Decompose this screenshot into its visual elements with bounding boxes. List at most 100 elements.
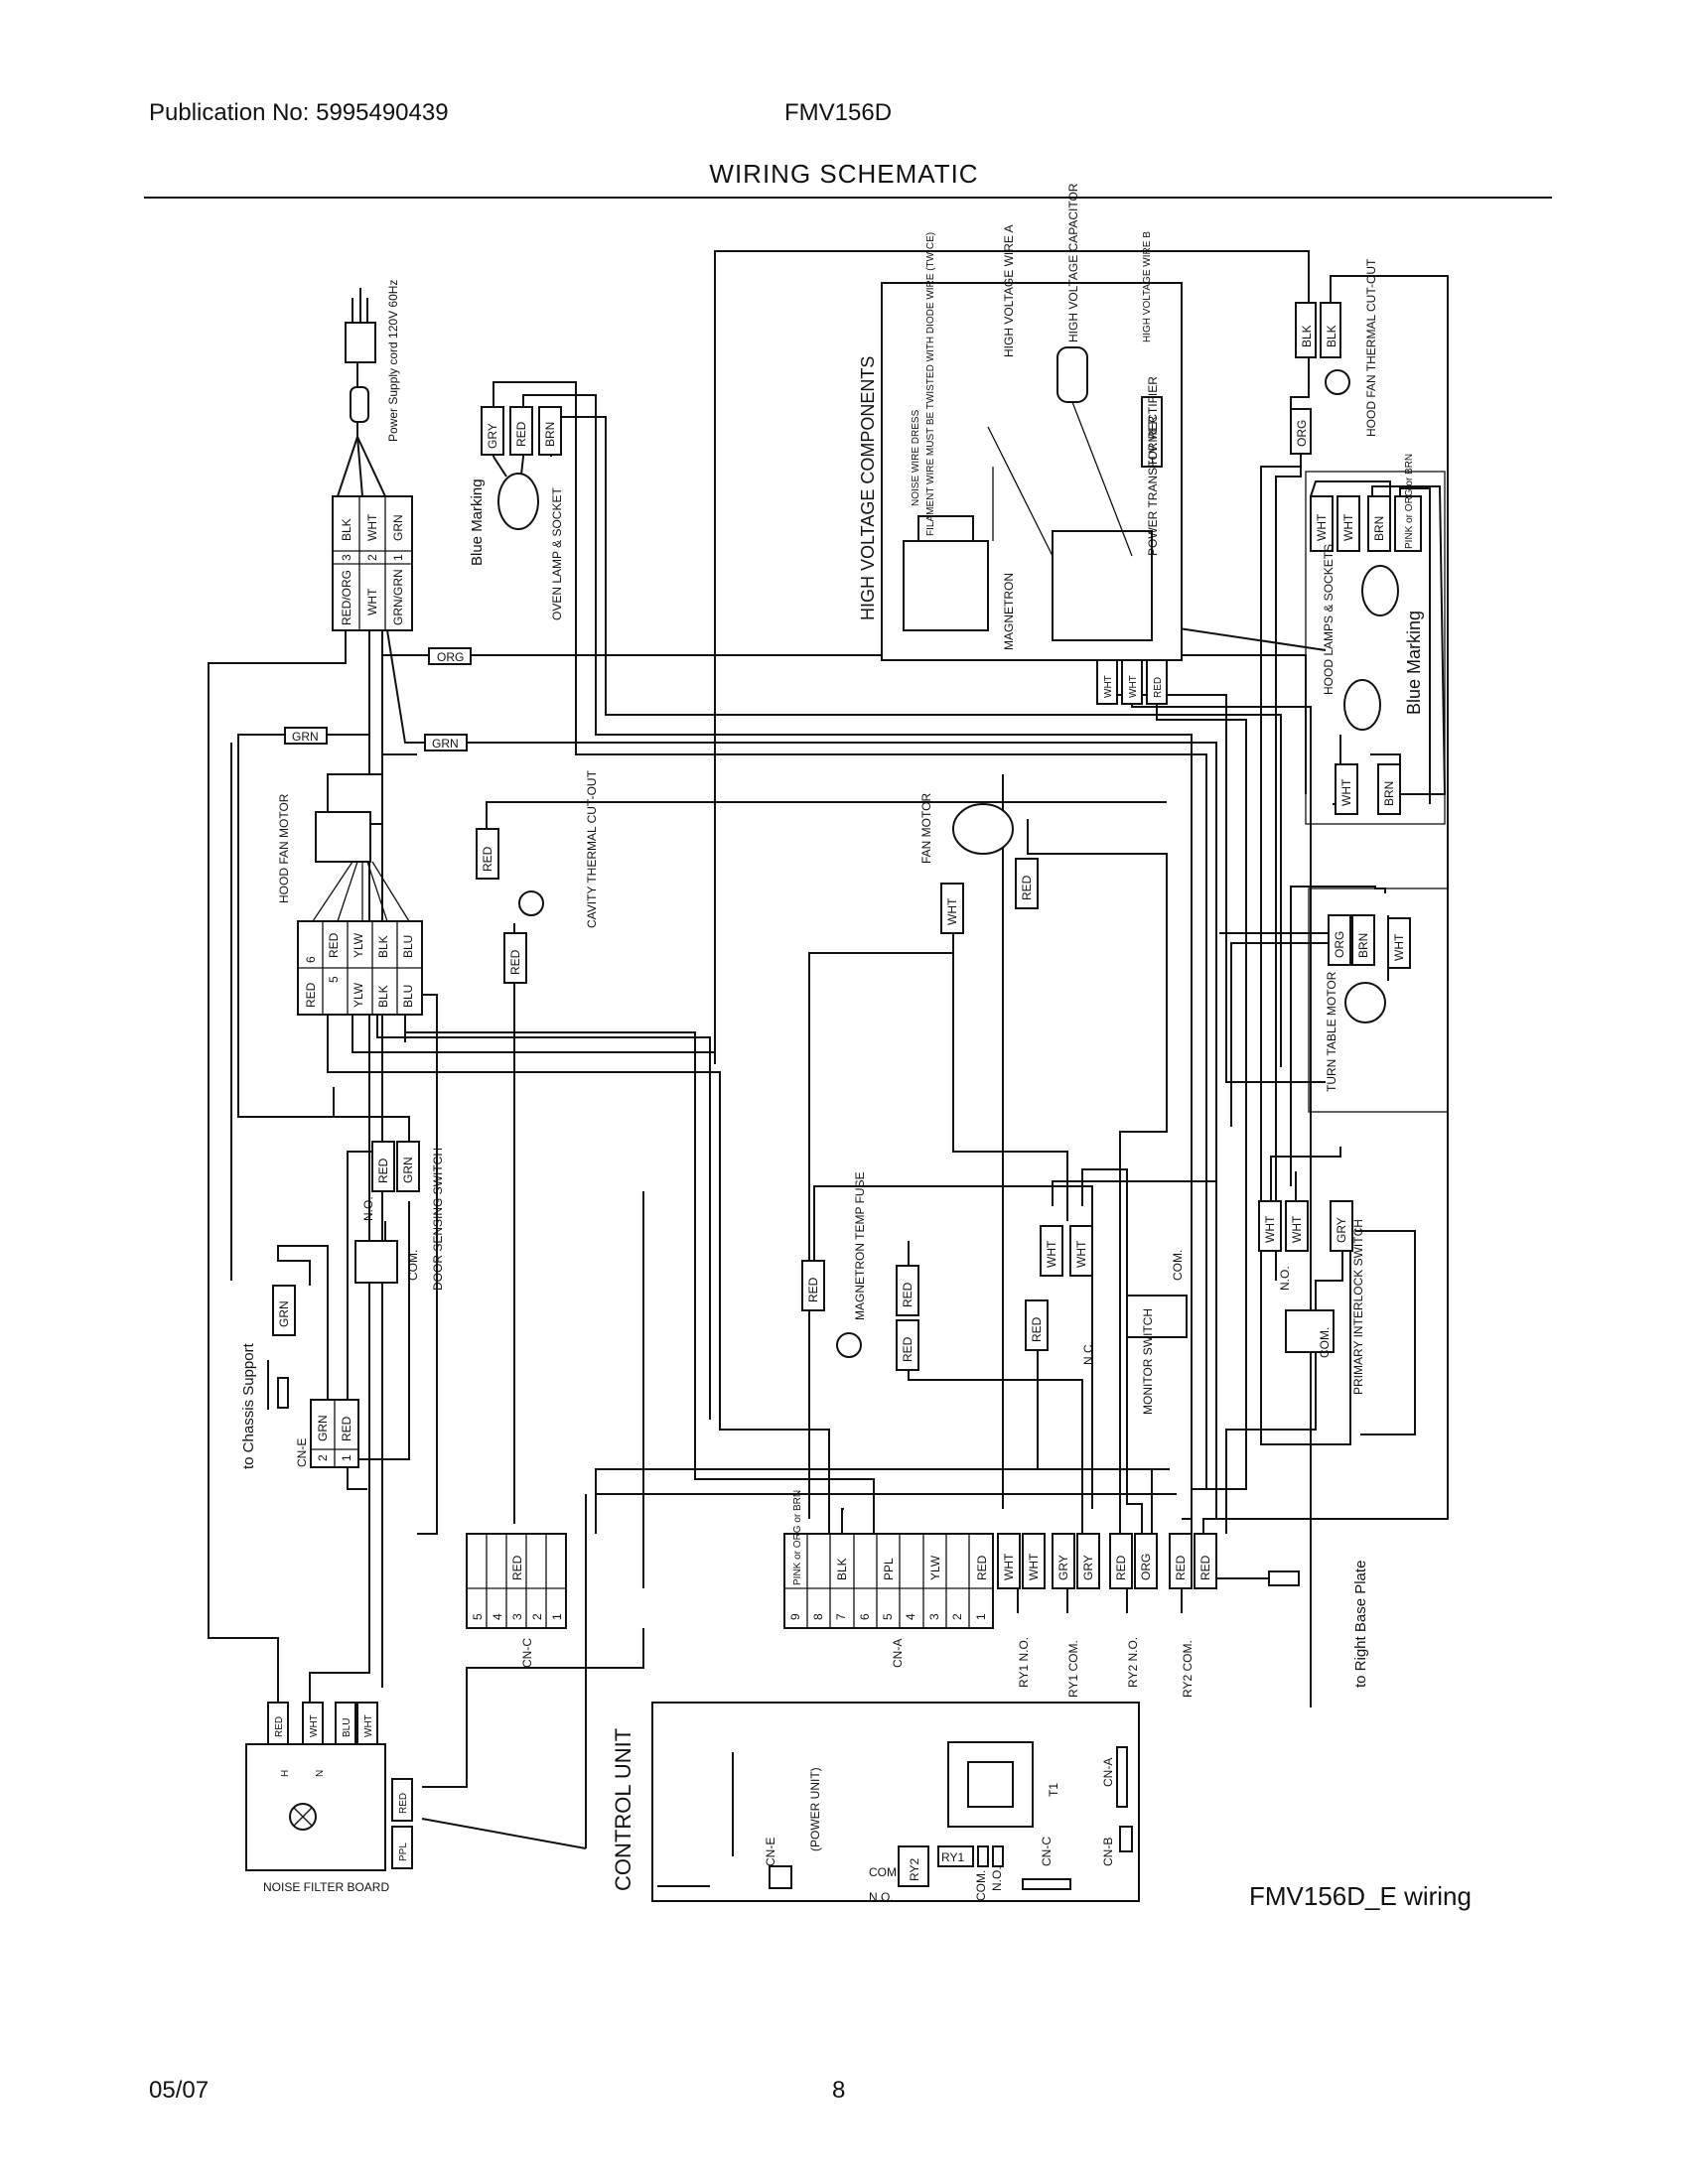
switch-icon	[1126, 1295, 1188, 1338]
hv-capacitor-label: HIGH VOLTAGE CAPACITOR	[1066, 183, 1080, 342]
hood-lamps-label: HOOD LAMPS & SOCKETS	[1322, 544, 1336, 695]
wire	[417, 994, 438, 1535]
wire-color: BLU	[401, 985, 415, 1008]
wire-color: RED	[901, 1336, 914, 1362]
wire-color: WHT	[1074, 1240, 1088, 1268]
h-label: H	[280, 1770, 291, 1777]
wire	[352, 1015, 715, 1053]
wire-color: BLK	[376, 935, 390, 958]
lamp-icon	[497, 473, 539, 530]
wire-color: BLK	[1300, 325, 1314, 347]
wire-color: WHT	[363, 1714, 374, 1737]
wire	[376, 1015, 711, 1420]
oven-lamp-socket: GRY RED BRN Blue Marking OVEN LAMP & SOC…	[469, 406, 564, 620]
high-voltage-components: HIGH VOLTAGE COMPONENTS NOISE WIRE DRESS…	[858, 183, 1183, 705]
wire-color: WHT	[1027, 1553, 1041, 1580]
wire	[1399, 487, 1431, 804]
wire	[1131, 685, 1312, 1707]
wire-color: RED	[975, 1555, 989, 1580]
cn-c-label: CN-C	[1040, 1837, 1054, 1866]
switch-icon	[354, 1240, 398, 1284]
oven-lamp-label: OVEN LAMP & SOCKET	[550, 487, 564, 620]
wire	[1290, 328, 1310, 409]
ry2-com-label: RY2 COM.	[1181, 1640, 1195, 1698]
pin-number: 2	[316, 1454, 330, 1461]
pin-number: 3	[927, 1613, 941, 1620]
wire-color: YLW	[352, 982, 365, 1008]
wire	[1156, 685, 1247, 1534]
wire	[277, 1245, 329, 1400]
cavity-thermal-label: CAVITY THERMAL CUT-OUT	[585, 769, 599, 928]
wire-color: BLK	[376, 985, 390, 1008]
no-label: N.O.	[869, 1890, 894, 1904]
pin-number: 5	[327, 976, 341, 983]
door-sensing-label: DOOR SENSING SWITCH	[431, 1148, 445, 1291]
magnetron-fuse-label: MAGNETRON TEMP FUSE	[853, 1171, 867, 1320]
wire	[327, 1015, 830, 1534]
wire-color: RED	[481, 846, 494, 872]
nc-label: N.C.	[1081, 1341, 1095, 1365]
wire-color: RED	[1198, 1555, 1212, 1580]
wire	[1275, 447, 1302, 1281]
plug-icon	[345, 322, 376, 363]
wire-color: WHT	[1103, 675, 1114, 698]
cn-a-label: CN-A	[1101, 1758, 1115, 1787]
control-unit: CONTROL UNIT CN-E (POWER UNIT) T1 CN-A C…	[611, 1702, 1140, 1904]
wire-color: RED	[514, 421, 528, 447]
wire-color: YLW	[928, 1555, 942, 1580]
fan-motor-icon	[952, 803, 1014, 855]
right-base-plate-label: to Right Base Plate	[1352, 1561, 1369, 1688]
primary-interlock-label: PRIMARY INTERLOCK SWITCH	[1351, 1219, 1365, 1395]
wire-color: BLU	[342, 1718, 352, 1737]
pin-number: 4	[491, 1613, 504, 1620]
hood-lamps-sockets: WHT WHT BRN PINK or ORG or BRN HOOD LAMP…	[1305, 454, 1446, 825]
pin-number: 2	[950, 1613, 964, 1620]
thermal-icon	[518, 890, 544, 916]
wire-color: RED	[1174, 1555, 1188, 1580]
transformer-icon	[1052, 530, 1153, 641]
wire	[421, 1818, 587, 1849]
noise-wire-note: NOISE WIRE DRESS	[911, 409, 921, 506]
fuse-icon	[836, 1332, 862, 1358]
relay-terminals: WHT WHT GRY GRY RED ORG RED RED RY1 N.O.…	[997, 1533, 1369, 1698]
hv-wire-a-label: HIGH VOLTAGE WIRE A	[1002, 224, 1016, 357]
control-unit-label: CONTROL UNIT	[611, 1728, 635, 1891]
wire	[422, 1628, 644, 1788]
hood-fan-motor-label: HOOD FAN MOTOR	[277, 793, 291, 903]
pin-number: 7	[834, 1613, 848, 1620]
wire	[808, 952, 953, 1519]
wire-color: WHT	[365, 513, 379, 541]
hv-rectifier-label: H.V. RECTIFIER	[1146, 376, 1160, 465]
wire-color: ORG	[1333, 931, 1346, 958]
wire	[841, 1508, 844, 1534]
pin-number: 6	[858, 1613, 872, 1620]
wire	[1310, 480, 1391, 497]
wire-color: WHT	[945, 897, 959, 925]
wire-color: GRN/GRN	[391, 569, 405, 625]
wire-color: GRY	[1056, 1555, 1070, 1580]
wire-color: WHT	[1339, 778, 1353, 806]
wire	[492, 381, 1207, 1489]
wire-color: WHT	[1341, 513, 1355, 541]
cn-e-label: CN-E	[764, 1838, 777, 1866]
wire	[467, 742, 1217, 1519]
turn-table-label: TURN TABLE MOTOR	[1325, 971, 1338, 1092]
chassis-ground: GRN to Chassis Support 2 GRN 1 RED CN-E	[240, 1285, 359, 1469]
cn-e-label: CN-E	[295, 1438, 309, 1467]
hood-lamp-icon	[1343, 679, 1381, 731]
blue-marking-label: Blue Marking	[1404, 611, 1424, 715]
hood-lamp-icon	[1361, 565, 1399, 616]
wire	[208, 630, 347, 1703]
primary-interlock-switch: WHT WHT GRY N.O. COM. PRIMARY INTERLOCK …	[1258, 1200, 1365, 1395]
wire-color: GRN	[391, 514, 405, 541]
cn-c-connector: 5 4 3 RED 2 1 CN-C	[466, 1533, 567, 1668]
wire	[1260, 466, 1351, 1445]
pin-number: 3	[340, 554, 353, 561]
noise-filter-board: RED WHT BLU WHT RED PPL H N NOISE FILTER…	[245, 1702, 413, 1894]
noise-filter-label: NOISE FILTER BOARD	[263, 1880, 389, 1894]
wire	[486, 801, 1167, 829]
wire	[1355, 1230, 1416, 1435]
ry2-label: RY2	[908, 1858, 921, 1881]
wire	[1052, 1180, 1216, 1206]
page-number: 8	[832, 2077, 846, 2104]
